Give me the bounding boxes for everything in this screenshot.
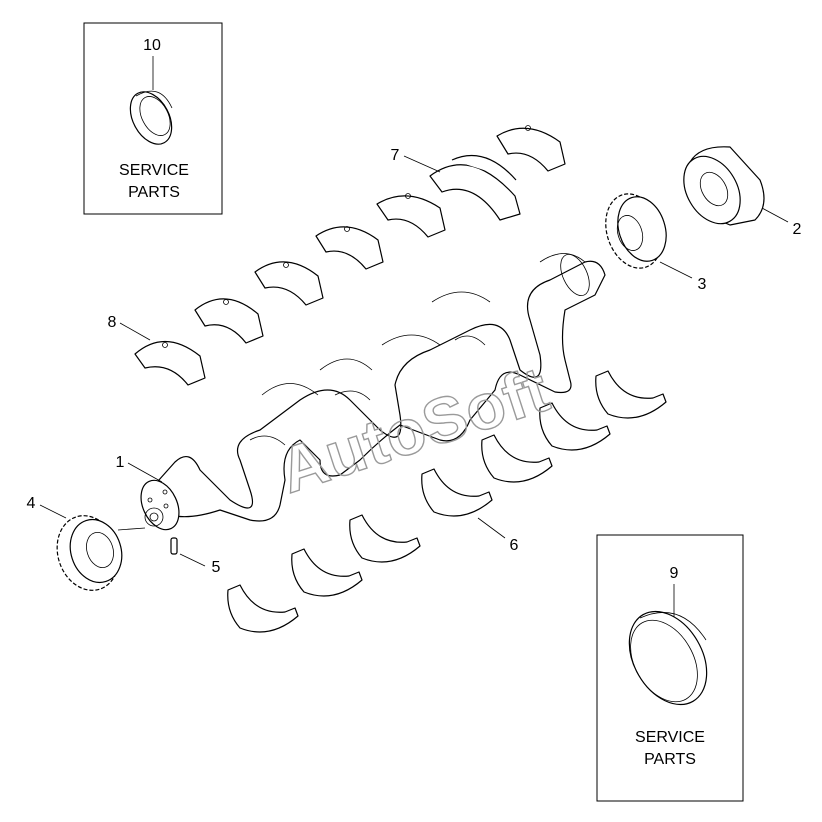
service-box-10-line1: SERVICE xyxy=(119,162,189,179)
callout-3-label: 3 xyxy=(698,276,707,293)
callout-4-label: 4 xyxy=(27,495,36,512)
seal-ring-9 xyxy=(628,610,708,706)
callout-2-label: 2 xyxy=(793,221,802,238)
callout-8-label: 8 xyxy=(108,314,117,331)
service-box-9-line2: PARTS xyxy=(644,751,696,768)
service-box-10-line2: PARTS xyxy=(128,184,180,201)
callout-10-label: 10 xyxy=(143,37,161,54)
front-timing-gear xyxy=(56,515,146,591)
crankshaft xyxy=(140,253,606,531)
service-box-9-line1: SERVICE xyxy=(635,729,705,746)
upper-bearing-shells xyxy=(134,125,566,386)
callout-5-label: 5 xyxy=(212,559,221,576)
rear-oil-seal xyxy=(683,146,765,226)
callout-6-label: 6 xyxy=(510,537,519,554)
seal-ring-10 xyxy=(129,90,173,145)
lower-bearing-shells xyxy=(227,370,667,633)
callout-9-label: 9 xyxy=(670,565,679,582)
rear-timing-gear xyxy=(605,193,667,269)
service-parts-box-9: 9 SERVICE PARTS xyxy=(596,534,744,802)
service-parts-box-10: 10 SERVICE PARTS xyxy=(83,22,223,215)
dowel-pin xyxy=(170,537,178,555)
callout-7-label: 7 xyxy=(391,147,400,164)
callout-1-label: 1 xyxy=(116,454,125,471)
